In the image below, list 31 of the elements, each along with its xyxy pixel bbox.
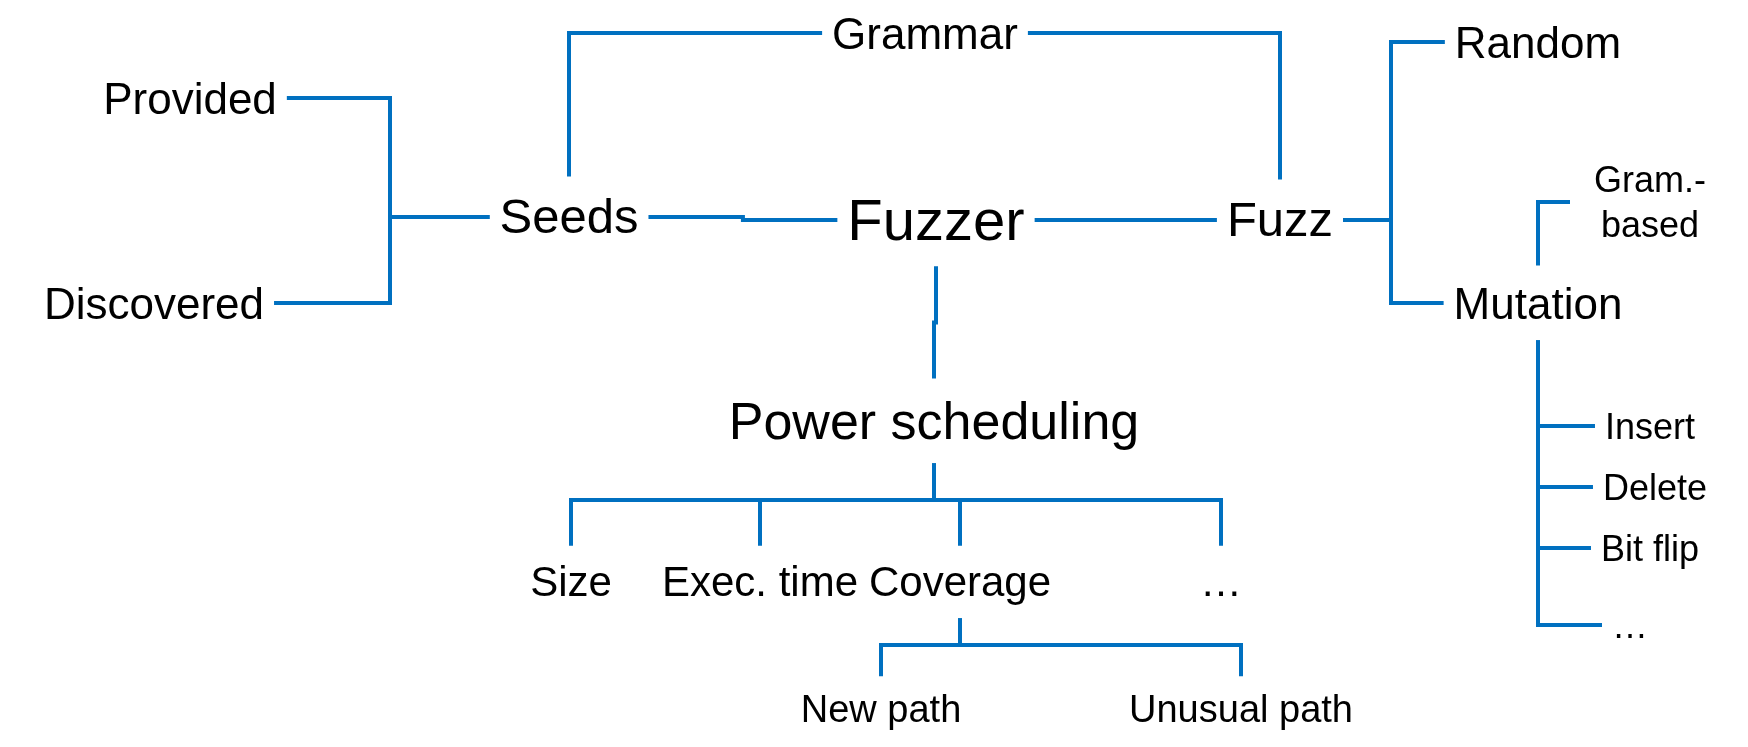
connector-line (932, 266, 938, 379)
label-text: Insert (1605, 403, 1695, 449)
label-text: Power scheduling (728, 388, 1140, 454)
label-text: Grammar (832, 5, 1018, 61)
label-text: … (1612, 602, 1648, 648)
label-text: Unusual path (1129, 686, 1353, 734)
label-text: New path (800, 686, 962, 734)
label-text: Provided (103, 70, 277, 126)
label-text: Gram.-based (1580, 157, 1720, 247)
connector-line (648, 215, 838, 222)
connector-line (932, 463, 1223, 546)
label-text: Mutation (1453, 275, 1623, 331)
connector-line (1536, 340, 1602, 627)
label-text: Bit flip (1601, 525, 1699, 571)
label-text: … (1200, 555, 1242, 609)
connector-line (1536, 200, 1570, 266)
connector-line (1343, 218, 1444, 305)
label-text: Fuzz (1226, 189, 1334, 251)
label-text: Coverage (868, 555, 1052, 609)
label-text: Discovered (43, 275, 265, 331)
label-text: Exec. time (661, 555, 859, 609)
connector-line (1034, 218, 1217, 222)
label-text: Size (530, 555, 612, 609)
label-text: Delete (1602, 464, 1708, 510)
connector-line (567, 31, 823, 177)
connector-line (274, 215, 490, 305)
connector-line (1027, 31, 1282, 180)
title-text: Fuzzer (847, 183, 1025, 257)
label-text: Random (1454, 14, 1622, 70)
label-text: Seeds (499, 186, 639, 248)
connector-line (958, 618, 1243, 677)
